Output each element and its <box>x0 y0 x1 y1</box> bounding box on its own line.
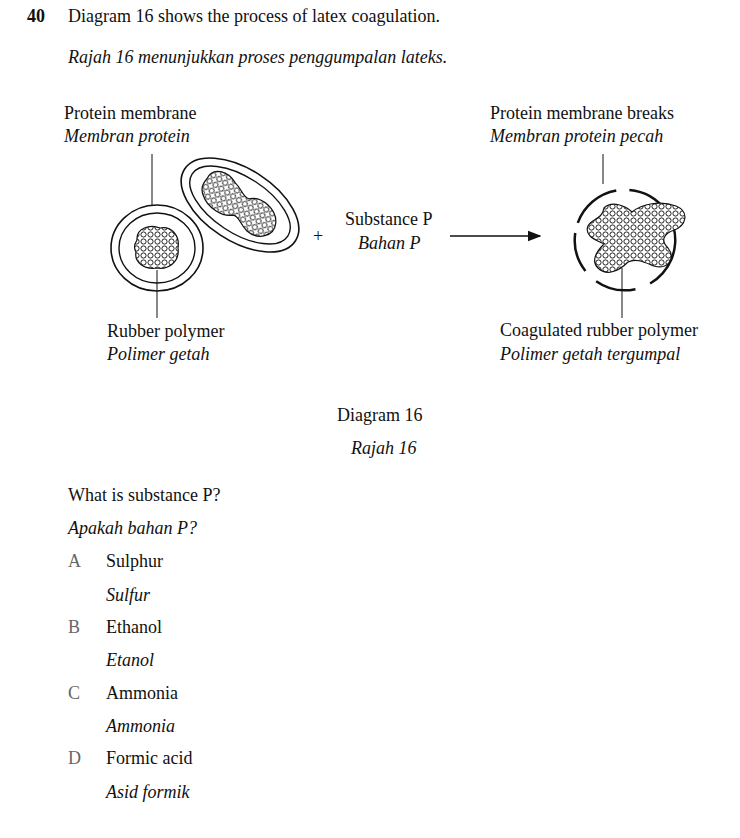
label-text: Sulphur <box>106 551 163 573</box>
label-text: Ethanol <box>106 617 162 639</box>
latex-particle <box>165 139 315 271</box>
label-text: Polimer getah <box>107 344 209 366</box>
label-text: Sulfur <box>106 585 150 607</box>
coagulated-polymer <box>587 203 685 272</box>
label-text: Rajah 16 <box>351 438 417 460</box>
leader-line <box>152 154 622 318</box>
label-text: Protein membrane <box>64 103 196 125</box>
membrane-fragment <box>573 233 586 272</box>
reaction-arrow <box>450 235 540 237</box>
label-text: Ammonia <box>106 716 175 738</box>
label-text: + <box>313 226 323 248</box>
label-text: Diagram 16 <box>337 405 422 427</box>
label-text: Protein membrane breaks <box>490 103 674 125</box>
membrane-fragment <box>595 280 635 291</box>
option-letter: A <box>68 551 81 573</box>
label-text: Coagulated rubber polymer <box>500 320 698 342</box>
label-text: Apakah bahan P? <box>68 518 197 540</box>
option-letter: D <box>68 748 81 770</box>
label-text: Etanol <box>106 650 154 672</box>
label-text: Formic acid <box>106 748 192 770</box>
option-letter: C <box>68 683 80 705</box>
label-text: Rubber polymer <box>107 321 224 343</box>
question-number: 40 <box>27 6 45 28</box>
label-text: Rajah 16 menunjukkan proses penggumpalan… <box>68 47 447 69</box>
label-text: Ammonia <box>106 683 178 705</box>
label-text: What is substance P? <box>68 485 220 507</box>
label-text: Diagram 16 shows the process of latex co… <box>68 6 440 28</box>
label-text: Bahan P <box>358 233 421 255</box>
label-text: Polimer getah tergumpal <box>500 344 680 366</box>
label-text: Membran protein pecah <box>490 126 663 148</box>
label-text: Substance P <box>345 209 433 231</box>
label-text: Membran protein <box>64 126 190 148</box>
option-letter: B <box>68 617 80 639</box>
label-text: Asid formik <box>106 782 190 804</box>
